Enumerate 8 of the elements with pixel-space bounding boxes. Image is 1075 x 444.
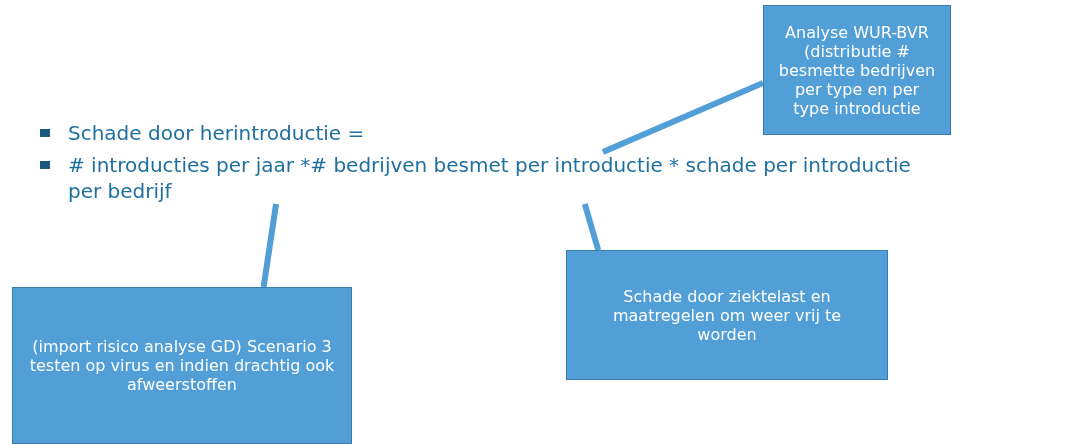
callout-box: Analyse WUR-BVR (distributie # besmette bedrijven per type en per type introductie bbox=[763, 5, 951, 135]
callout-box: (import risico analyse GD) Scenario 3 testen op virus en indien drachtig ook afweerstoffen bbox=[12, 287, 352, 444]
leader-line bbox=[260, 203, 280, 288]
bullet-text: Schade door herintroductie = bbox=[40, 120, 688, 146]
callout-box: Schade door ziektelast en maatregelen om weer vrij te worden bbox=[566, 250, 888, 380]
bullet-text: # introducties per jaar *# bedrijven besmet per introductie * schade per introductie per bedrijf bbox=[40, 152, 948, 204]
leader-line bbox=[581, 203, 602, 251]
leader-line bbox=[601, 80, 765, 155]
